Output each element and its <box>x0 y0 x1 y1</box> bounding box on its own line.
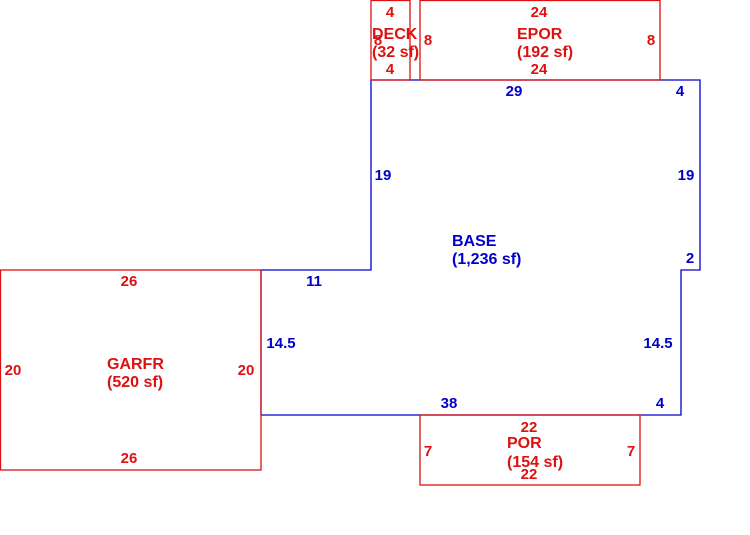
base-dim-top-right: 4 <box>676 83 685 100</box>
garfr-dim-left: 20 <box>5 362 22 379</box>
deck-dim-left: 8 <box>374 32 382 49</box>
base-dim-top: 29 <box>506 83 523 100</box>
deck-dim-top: 4 <box>386 4 395 21</box>
base-outline <box>260 79 701 416</box>
base-area: (1,236 sf) <box>452 251 521 268</box>
base-dim-right-upper: 19 <box>678 167 695 184</box>
base-dim-right-step: 2 <box>686 250 694 267</box>
garfr-area: (520 sf) <box>107 374 163 391</box>
epor-dim-right: 8 <box>647 32 655 49</box>
base-dim-left-lower: 14.5 <box>266 335 295 352</box>
base-dim-right-lower: 14.5 <box>643 335 672 352</box>
epor-name: EPOR <box>517 26 563 43</box>
epor-area: (192 sf) <box>517 44 573 61</box>
garfr-dim-bottom: 26 <box>121 450 138 467</box>
deck-dim-bottom: 4 <box>386 61 395 78</box>
garfr-dim-top: 26 <box>121 273 138 290</box>
por-dim-bottom: 22 <box>521 466 538 483</box>
por-outline <box>419 414 641 486</box>
epor-outline <box>419 0 661 81</box>
epor-dim-top: 24 <box>531 4 548 21</box>
garfr-dim-right: 20 <box>238 362 255 379</box>
base-dim-left-step: 11 <box>306 273 322 290</box>
garfr-name: GARFR <box>107 356 164 373</box>
base-name: BASE <box>452 233 497 250</box>
deck-outline <box>370 0 411 81</box>
garfr-outline <box>0 269 262 471</box>
base-dim-bottom: 38 <box>441 395 458 412</box>
por-dim-right: 7 <box>627 443 635 460</box>
por-name: POR <box>507 435 542 452</box>
deck-dim-right: 8 <box>424 32 432 49</box>
por-area: (154 sf) <box>507 454 563 471</box>
por-dim-top: 22 <box>521 419 538 436</box>
por-dim-left: 7 <box>424 443 432 460</box>
epor-dim-bottom: 24 <box>531 61 548 78</box>
deck-area: (32 sf) <box>372 44 419 61</box>
base-dim-left-upper: 19 <box>375 167 392 184</box>
base-dim-bottom-right: 4 <box>656 395 665 412</box>
deck-name: DECK <box>372 26 418 43</box>
